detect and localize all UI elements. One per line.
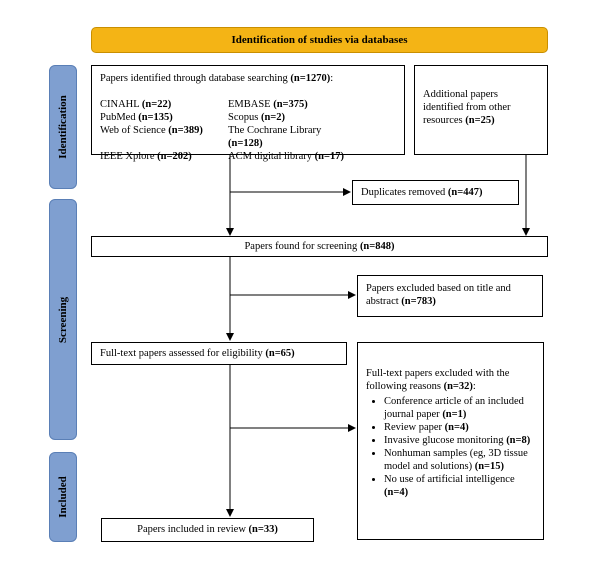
database-search-box: Papers identified through database searc…	[91, 65, 405, 162]
database-item: EMBASE (n=375)	[228, 99, 308, 110]
included-box: Papers included in review (n=33)	[101, 518, 314, 542]
database-item: Web of Science (n=389)	[100, 125, 203, 136]
title-abstract-excluded-box: Papers excluded based on title and abstr…	[357, 275, 543, 317]
list-item: Nonhuman samples (eg, 3D tissue model an…	[384, 447, 535, 473]
banner-title: Identification of studies via databases	[231, 34, 408, 46]
screening-box: Papers found for screening (n=848)	[91, 236, 548, 257]
database-item: Scopus (n=2)	[228, 112, 286, 123]
duplicates-removed-box: Duplicates removed (n=447)	[352, 180, 519, 205]
fulltext-excluded-heading: Full-text papers excluded with the follo…	[366, 368, 510, 392]
phase-identification: Identification	[49, 65, 77, 189]
fulltext-excluded-box: Full-text papers excluded with the follo…	[357, 342, 544, 540]
list-item: Invasive glucose monitoring (n=8)	[384, 434, 535, 447]
database-item: CINAHL (n=22)	[100, 99, 172, 110]
list-item: Review paper (n=4)	[384, 421, 535, 434]
list-item: No use of artificial intelligence (n=4)	[384, 473, 535, 499]
phase-screening: Screening	[49, 199, 77, 440]
list-item: Conference article of an included journa…	[384, 395, 535, 421]
database-item: ACM digital library (n=17)	[228, 151, 344, 162]
phase-included: Included	[49, 452, 77, 542]
database-item: PubMed (n=135)	[100, 112, 173, 123]
banner: Identification of studies via databases	[91, 27, 548, 53]
additional-papers-box: Additional papers identified from other …	[414, 65, 548, 155]
database-search-heading: Papers identified through database searc…	[100, 73, 334, 84]
exclusion-reasons: Conference article of an included journa…	[366, 395, 535, 499]
database-item: IEEE Xplore (n=202)	[100, 151, 192, 162]
database-list: CINAHL (n=22) EMBASE (n=375) PubMed (n=1…	[100, 98, 396, 163]
fulltext-assessed-box: Full-text papers assessed for eligibilit…	[91, 342, 347, 365]
database-item: The Cochrane Library (n=128)	[228, 125, 322, 149]
